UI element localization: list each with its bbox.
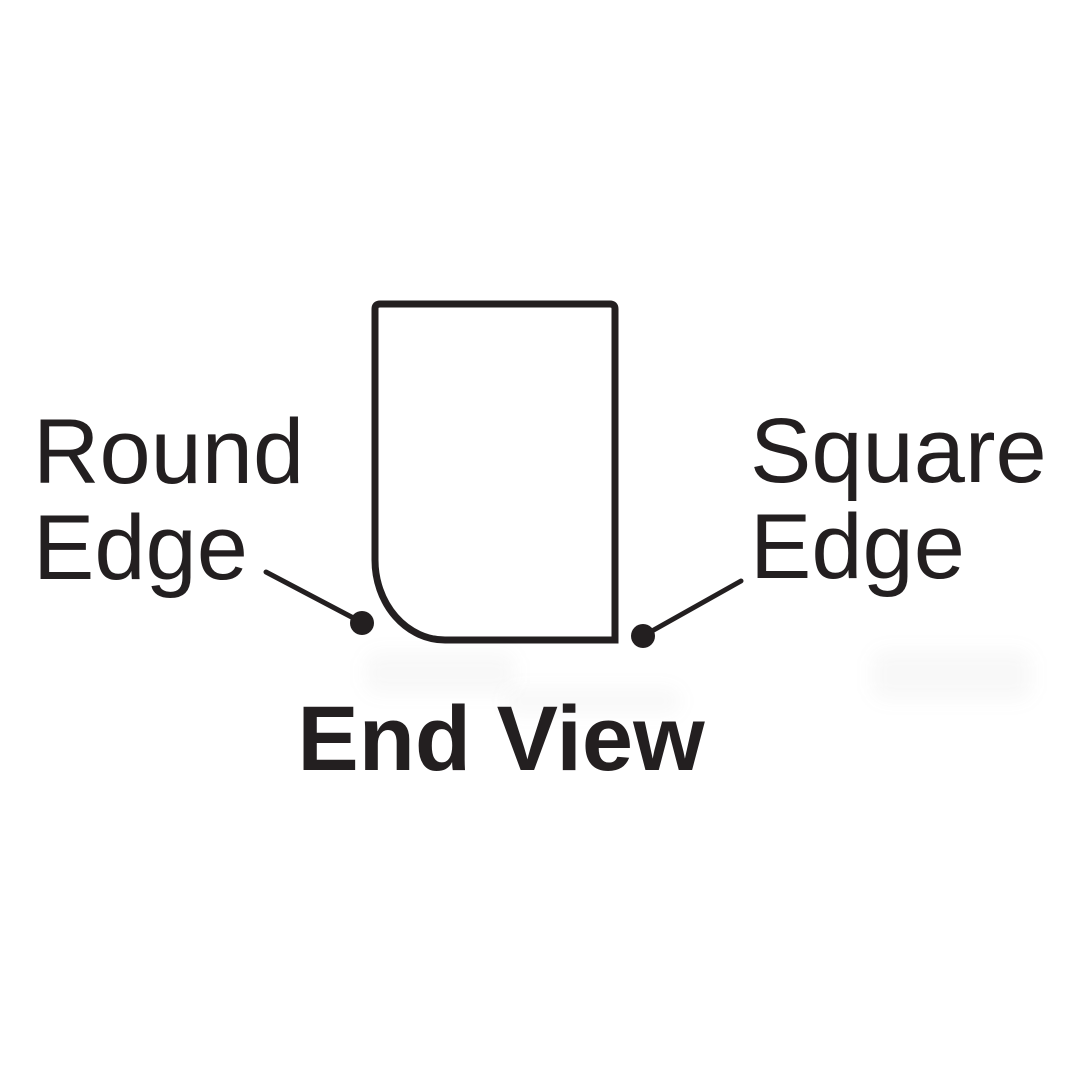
- round-edge-callout: [263, 569, 374, 635]
- edge-profile-shape: [371, 300, 619, 644]
- square-edge-callout-dot: [631, 624, 655, 648]
- square-edge-label: Square Edge: [750, 403, 1047, 595]
- square-edge-label-line2: Edge: [750, 496, 965, 598]
- square-edge-label-line1: Square: [750, 400, 1047, 502]
- round-edge-callout-dot: [350, 611, 374, 635]
- round-edge-leader-line: [263, 569, 364, 625]
- round-edge-label-line2: Edge: [33, 497, 248, 599]
- square-edge-callout: [631, 578, 744, 648]
- square-edge-leader-line: [640, 578, 744, 639]
- round-edge-label: Round Edge: [33, 404, 304, 596]
- round-edge-label-line1: Round: [33, 401, 305, 503]
- end-view-caption: End View: [297, 688, 705, 790]
